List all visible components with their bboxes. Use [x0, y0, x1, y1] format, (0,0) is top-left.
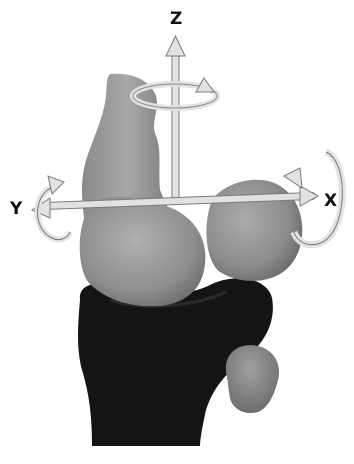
y-axis-label: Y: [9, 199, 23, 219]
fibula: [226, 345, 279, 413]
z-axis-label: Z: [170, 9, 182, 29]
femur-lateral-condyle: [80, 197, 206, 307]
x-axis-label: X: [324, 191, 337, 211]
